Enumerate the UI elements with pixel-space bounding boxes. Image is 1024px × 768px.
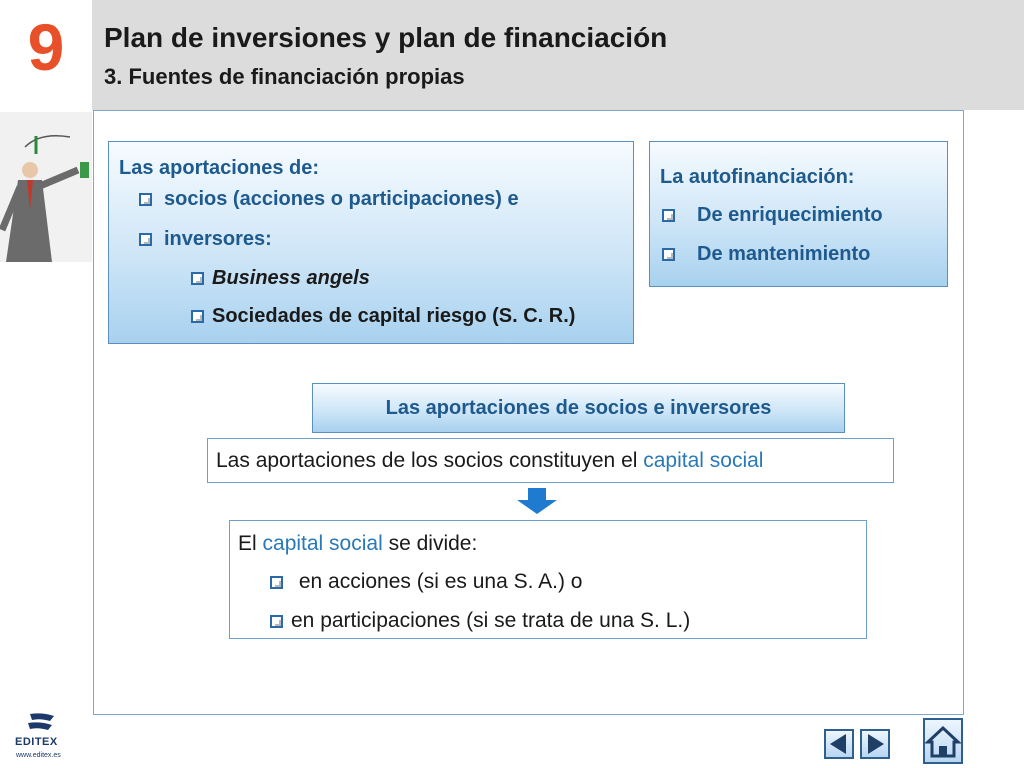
next-slide-button[interactable] bbox=[860, 729, 890, 759]
sub-list-item: Sociedades de capital riesgo (S. C. R.) bbox=[191, 305, 575, 328]
checkbox-bullet-icon bbox=[191, 310, 204, 323]
capital-social-highlight: capital social bbox=[262, 532, 383, 555]
checkbox-bullet-icon bbox=[270, 614, 283, 628]
checkbox-bullet-icon bbox=[662, 209, 675, 222]
businessman-illustration bbox=[0, 112, 92, 262]
aportaciones-box: Las aportaciones de: socios (acciones o … bbox=[108, 141, 634, 344]
list-item: socios (acciones o participaciones) e bbox=[139, 188, 519, 211]
page-subtitle: 3. Fuentes de financiación propias bbox=[104, 64, 465, 89]
checkbox-bullet-icon bbox=[139, 193, 152, 206]
autofinanciacion-box: La autofinanciación: De enriquecimiento … bbox=[649, 141, 948, 287]
header-bar: 9 Plan de inversiones y plan de financia… bbox=[0, 0, 1024, 110]
arrow-down-icon bbox=[517, 488, 557, 514]
checkbox-bullet-icon bbox=[662, 248, 675, 261]
checkbox-bullet-icon bbox=[191, 272, 204, 285]
triangle-left-icon bbox=[830, 734, 846, 754]
chapter-badge: 9 bbox=[0, 0, 92, 110]
chapter-number: 9 bbox=[27, 10, 65, 84]
page-title: Plan de inversiones y plan de financiaci… bbox=[104, 22, 668, 53]
list-item: inversores: bbox=[139, 228, 272, 251]
capital-statement: Las aportaciones de los socios constituy… bbox=[216, 449, 764, 472]
checkbox-bullet-icon bbox=[139, 233, 152, 246]
editex-logo-text: EDITEX bbox=[15, 736, 58, 748]
aportaciones-heading: Las aportaciones de: bbox=[119, 157, 320, 179]
capital-statement-box: Las aportaciones de los socios constituy… bbox=[207, 438, 894, 483]
capital-division-box: El capital social se divide: en acciones… bbox=[229, 520, 867, 639]
list-item: De enriquecimiento bbox=[662, 204, 883, 227]
capital-social-highlight: capital social bbox=[643, 449, 764, 472]
sub-list-item: Business angels bbox=[191, 267, 370, 290]
list-item: De mantenimiento bbox=[662, 243, 870, 266]
editex-url: www.editex.es bbox=[16, 752, 61, 759]
triangle-right-icon bbox=[868, 734, 884, 754]
autofinanciacion-heading: La autofinanciación: bbox=[660, 166, 855, 188]
division-heading: El capital social se divide: bbox=[238, 532, 478, 555]
home-button[interactable] bbox=[923, 718, 963, 764]
previous-slide-button[interactable] bbox=[824, 729, 854, 759]
editex-logo bbox=[28, 713, 54, 730]
list-item: en participaciones (si se trata de una S… bbox=[270, 609, 690, 633]
section-heading: Las aportaciones de socios e inversores bbox=[385, 397, 772, 419]
section-heading-box: Las aportaciones de socios e inversores bbox=[312, 383, 845, 433]
list-item: en acciones (si es una S. A.) o bbox=[270, 570, 583, 594]
home-icon bbox=[924, 725, 962, 758]
checkbox-bullet-icon bbox=[270, 575, 283, 589]
